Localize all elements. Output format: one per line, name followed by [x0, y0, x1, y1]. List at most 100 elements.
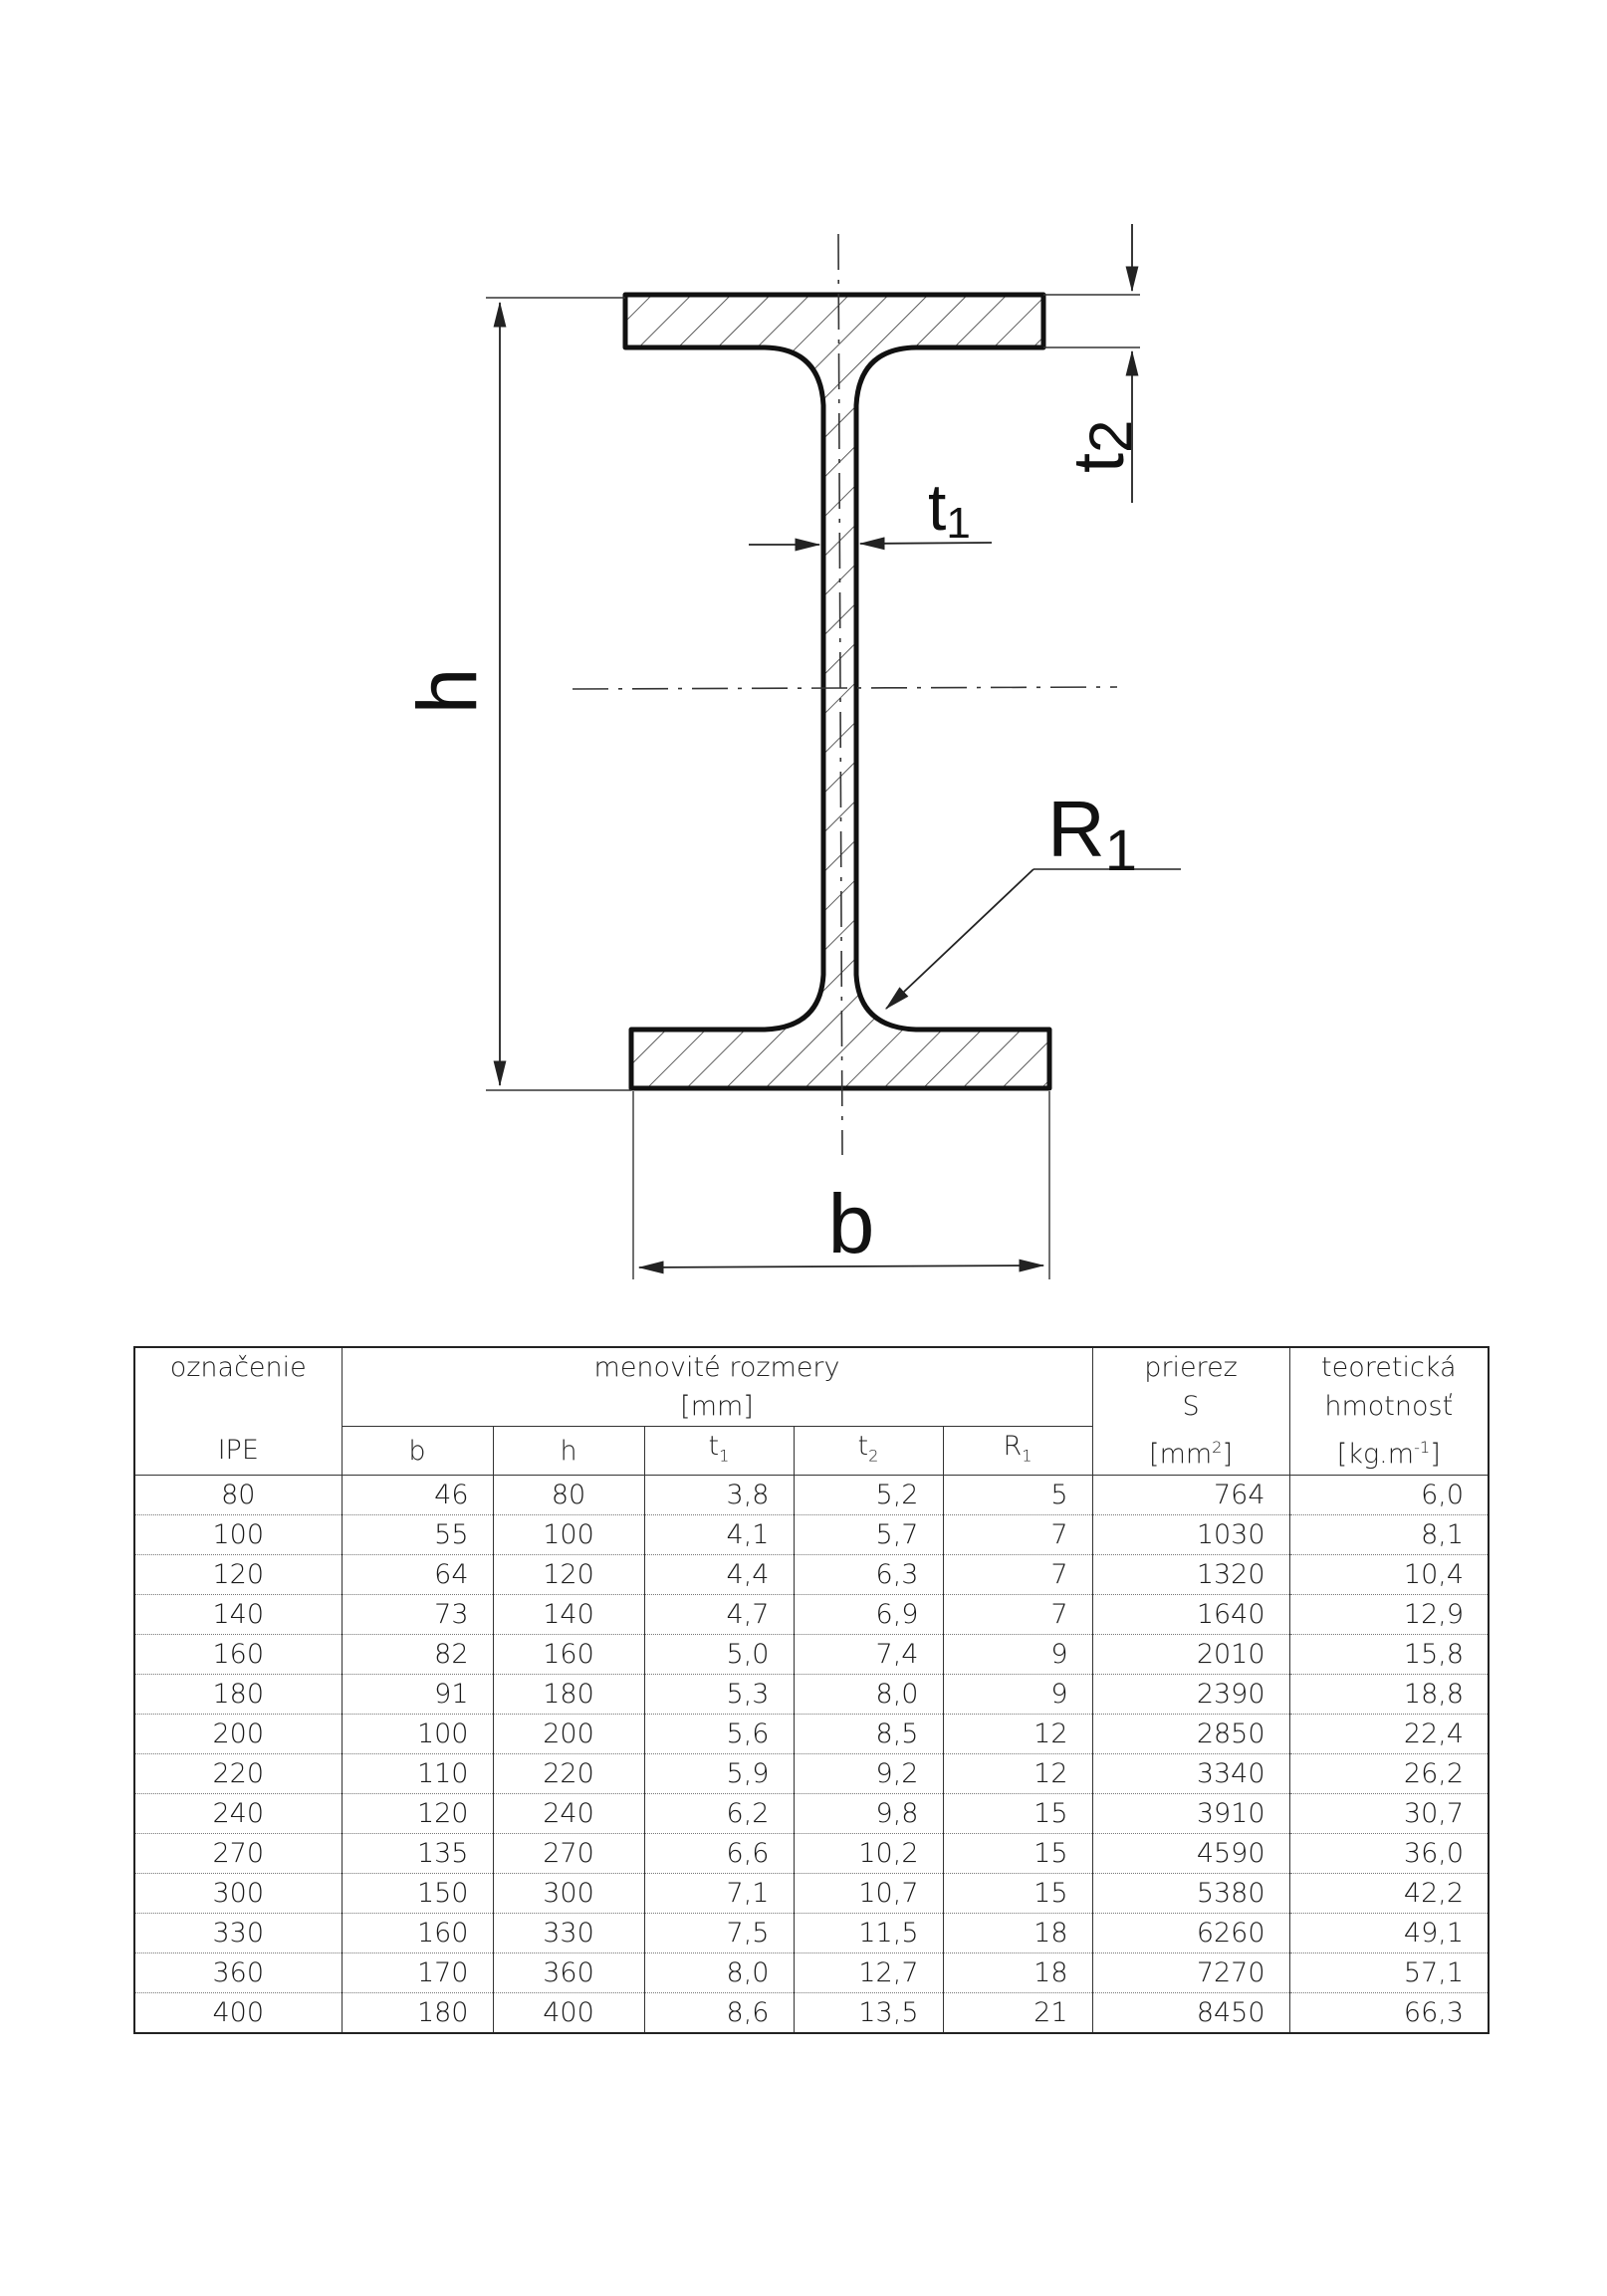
cell-r1: 15 — [942, 1833, 1093, 1874]
cell-b: 55 — [341, 1514, 494, 1555]
cell-ipe: 200 — [133, 1714, 343, 1754]
cell-weight: 15,8 — [1288, 1634, 1490, 1675]
cell-t2: 9,8 — [793, 1793, 944, 1834]
cell-h: 360 — [492, 1952, 645, 1993]
ipe-dimensions-table: označenie menovité rozmery prierez teore… — [133, 1346, 1491, 2035]
header-hmotnost: hmotnosť — [1288, 1387, 1490, 1427]
cell-ipe: 140 — [133, 1594, 343, 1635]
cell-b: 46 — [341, 1475, 494, 1515]
label-r1: R1 — [1047, 785, 1137, 883]
cell-t1: 5,6 — [643, 1714, 795, 1754]
cell-h: 160 — [492, 1634, 645, 1675]
cell-r1: 7 — [942, 1514, 1093, 1555]
cell-r1: 5 — [942, 1475, 1093, 1515]
cell-t1: 4,1 — [643, 1514, 795, 1555]
cell-ipe: 330 — [133, 1913, 343, 1953]
cell-ipe: 300 — [133, 1873, 343, 1914]
cell-r1: 9 — [942, 1674, 1093, 1715]
cell-t1: 5,0 — [643, 1634, 795, 1675]
cell-area-s: 6260 — [1091, 1913, 1290, 1953]
cell-weight: 42,2 — [1288, 1873, 1490, 1914]
beam-section — [622, 292, 1052, 1091]
cell-area-s: 5380 — [1091, 1873, 1290, 1914]
cell-b: 160 — [341, 1913, 494, 1953]
cell-h: 100 — [492, 1514, 645, 1555]
cell-area-s: 1320 — [1091, 1554, 1290, 1595]
cell-b: 73 — [341, 1594, 494, 1635]
cell-area-s: 2850 — [1091, 1714, 1290, 1754]
cell-t1: 7,1 — [643, 1873, 795, 1914]
cell-b: 120 — [341, 1793, 494, 1834]
cell-area-s: 4590 — [1091, 1833, 1290, 1874]
cell-weight: 12,9 — [1288, 1594, 1490, 1635]
cell-ipe: 180 — [133, 1674, 343, 1715]
vertical-centerline — [837, 233, 843, 1156]
cell-b: 100 — [341, 1714, 494, 1754]
label-b: b — [828, 1177, 875, 1270]
cell-t2: 5,2 — [793, 1475, 944, 1515]
cell-h: 80 — [492, 1475, 645, 1515]
cell-area-s: 3910 — [1091, 1793, 1290, 1834]
cell-b: 82 — [341, 1634, 494, 1675]
cell-h: 270 — [492, 1833, 645, 1874]
dimension-r1: R1 — [885, 785, 1181, 1010]
cell-t2: 8,5 — [793, 1714, 944, 1754]
header-t2: t2 — [793, 1425, 944, 1476]
cell-ipe: 270 — [133, 1833, 343, 1874]
header-row-3: IPE b h t1 t2 R1 [mm2] [kg.m-1] — [133, 1425, 1490, 1476]
header-mm2: [mm2] — [1091, 1426, 1290, 1476]
cell-ipe: 360 — [133, 1952, 343, 1993]
cell-r1: 18 — [942, 1952, 1093, 1993]
header-teoreticka: teoretická — [1288, 1347, 1490, 1387]
cell-r1: 7 — [942, 1594, 1093, 1635]
header-s: S — [1091, 1387, 1290, 1427]
cell-r1: 21 — [942, 1992, 1093, 2034]
cell-t1: 8,0 — [643, 1952, 795, 1993]
cell-area-s: 8450 — [1091, 1992, 1290, 2034]
cell-r1: 18 — [942, 1913, 1093, 1953]
cell-r1: 7 — [942, 1554, 1093, 1595]
cell-h: 300 — [492, 1873, 645, 1914]
dimension-h: h — [400, 297, 631, 1091]
cell-t2: 10,7 — [793, 1873, 944, 1914]
cell-b: 170 — [341, 1952, 494, 1993]
cell-b: 64 — [341, 1554, 494, 1595]
cell-ipe: 160 — [133, 1634, 343, 1675]
header-menovite: menovité rozmery — [341, 1347, 1093, 1387]
cell-t1: 5,9 — [643, 1753, 795, 1794]
cell-ipe: 220 — [133, 1753, 343, 1794]
horizontal-centerline — [572, 686, 1118, 690]
cell-h: 330 — [492, 1913, 645, 1953]
cell-t1: 8,6 — [643, 1992, 795, 2034]
cell-r1: 15 — [942, 1793, 1093, 1834]
cell-t1: 4,7 — [643, 1594, 795, 1635]
cell-t2: 10,2 — [793, 1833, 944, 1874]
header-r1: R1 — [942, 1425, 1093, 1476]
cell-weight: 8,1 — [1288, 1514, 1490, 1555]
header-prierez: prierez — [1091, 1347, 1290, 1387]
cell-weight: 22,4 — [1288, 1714, 1490, 1754]
header-t1: t1 — [643, 1425, 795, 1476]
cell-h: 140 — [492, 1594, 645, 1635]
cell-t2: 12,7 — [793, 1952, 944, 1993]
label-t2: t2 — [1059, 420, 1144, 473]
header-mm: [mm] — [341, 1387, 1093, 1427]
cell-b: 110 — [341, 1753, 494, 1794]
cell-weight: 66,3 — [1288, 1992, 1490, 2034]
cell-r1: 12 — [942, 1714, 1093, 1754]
cell-r1: 9 — [942, 1634, 1093, 1675]
cell-t2: 6,3 — [793, 1554, 944, 1595]
cell-r1: 15 — [942, 1873, 1093, 1914]
cell-t2: 8,0 — [793, 1674, 944, 1715]
cell-area-s: 764 — [1091, 1475, 1290, 1515]
cell-b: 150 — [341, 1873, 494, 1914]
cell-t2: 6,9 — [793, 1594, 944, 1635]
cell-h: 220 — [492, 1753, 645, 1794]
